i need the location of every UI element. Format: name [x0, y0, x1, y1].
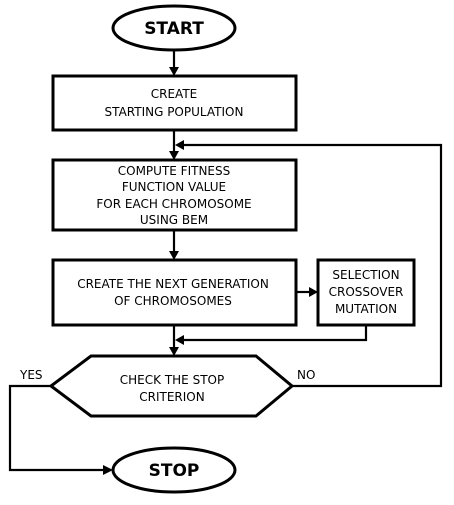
operator-mutation: MUTATION	[335, 302, 397, 316]
next-generation-box	[51, 258, 298, 327]
stop-criterion-line-2: CRITERION	[139, 390, 204, 404]
compute-fitness-line-2: FUNCTION VALUE	[122, 180, 226, 194]
genetic-operators-box	[316, 258, 416, 327]
operator-selection: SELECTION	[332, 268, 399, 282]
create-population-line-1: CREATE	[151, 87, 198, 101]
arrowhead-operators-return	[175, 335, 184, 345]
compute-fitness-line-4: USING BEM	[140, 213, 208, 227]
arrowhead-no-loop	[175, 140, 184, 150]
arrowhead-generation-to-operators	[309, 287, 318, 297]
connector-yes-to-stop	[8, 384, 104, 472]
connector-operators-return	[183, 325, 368, 342]
compute-fitness-line-1: COMPUTE FITNESS	[118, 164, 231, 178]
create-population-box	[51, 74, 298, 132]
arrowhead-fitness-to-generation	[169, 251, 179, 260]
stop-criterion-line-1: CHECK THE STOP	[120, 373, 224, 387]
next-generation-line-2: OF CHROMOSOMES	[114, 294, 232, 308]
arrowhead-population-to-fitness	[169, 151, 179, 160]
arrowhead-start-to-population	[169, 67, 179, 76]
compute-fitness-box	[51, 158, 298, 232]
next-generation-line-1: CREATE THE NEXT GENERATION	[77, 277, 269, 291]
compute-fitness-line-3: FOR EACH CHROMOSOME	[96, 197, 251, 211]
stop-label: STOP	[149, 461, 200, 481]
arrowhead-generation-to-decision	[169, 347, 179, 356]
operator-crossover: CROSSOVER	[329, 285, 404, 299]
create-population-line-2: STARTING POPULATION	[105, 105, 244, 119]
arrowhead-yes-to-stop	[103, 465, 113, 475]
start-label: START	[144, 19, 204, 39]
edge-label-no: NO	[297, 368, 315, 382]
connector-no-loop	[183, 143, 443, 388]
edge-label-yes: YES	[19, 368, 43, 382]
